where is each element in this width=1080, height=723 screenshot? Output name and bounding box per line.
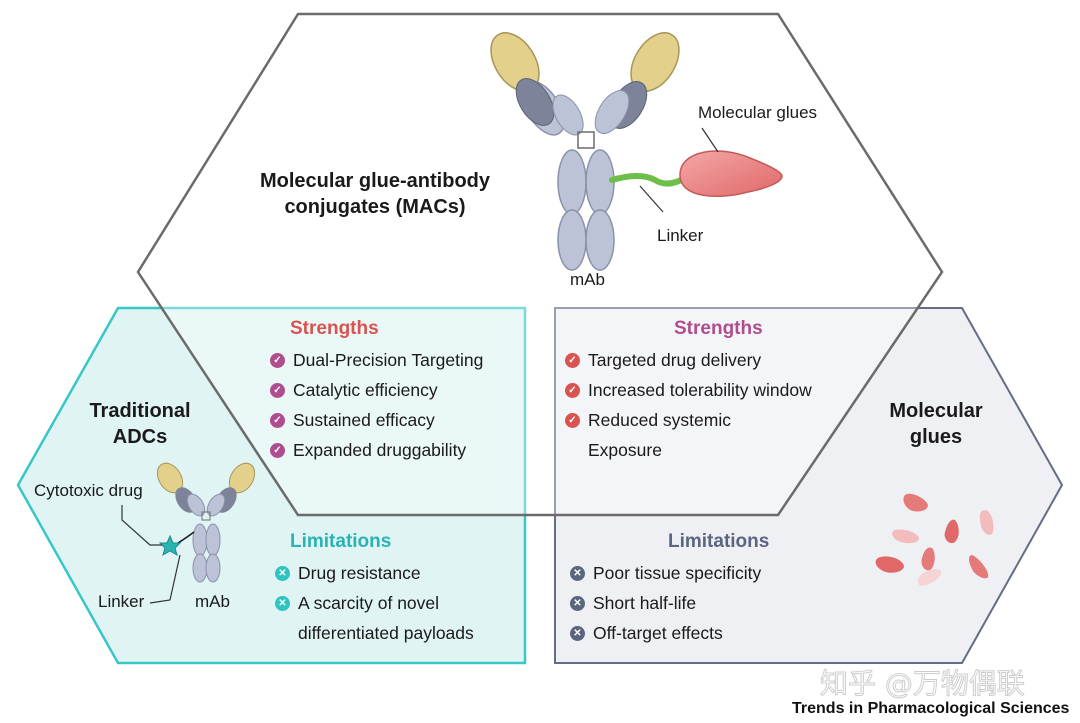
list-item: Exposure [588, 439, 662, 460]
glue-title-line2: glues [909, 426, 963, 448]
adc-mab-label: mAb [195, 592, 230, 611]
list-item: ✓Increased tolerability window [565, 375, 812, 405]
mac-mab-label: mAb [570, 270, 605, 289]
adc-limitations-header: Limitations [290, 531, 392, 552]
mac-molecular-glue [679, 150, 783, 197]
adc-panel [16, 306, 527, 665]
check-icon: ✓ [270, 442, 285, 458]
mac-linker [609, 173, 688, 187]
glue-limitations-header: Limitations [668, 531, 770, 552]
mac-strengths-list: ✓Dual-Precision Targeting ✓Catalytic eff… [270, 345, 483, 465]
mac-title-line2: conjugates (MACs) [284, 196, 466, 218]
cross-icon: ✕ [570, 565, 585, 581]
source-credit: Trends in Pharmacological Sciences [792, 700, 1070, 717]
molecular-glue-particles [875, 493, 994, 586]
glue-strengths-header: Strengths [674, 318, 763, 339]
cross-icon: ✕ [570, 625, 585, 641]
cross-icon: ✕ [275, 595, 290, 611]
glue-strengths-list: ✓Targeted drug delivery ✓Increased toler… [565, 345, 812, 465]
check-icon: ✓ [270, 382, 285, 398]
watermark: 知乎 @万物偶联 [820, 667, 1026, 701]
glue-title-line1: Molecular [889, 400, 983, 422]
list-item: ✓Reduced systemic [565, 405, 812, 435]
list-item: ✕Drug resistance [275, 558, 474, 588]
cytotoxic-drug-label: Cytotoxic drug [34, 481, 143, 500]
list-item: ✓Dual-Precision Targeting [270, 345, 483, 375]
list-item: ✓Expanded druggability [270, 435, 483, 465]
adc-title: Traditional ADCs [70, 398, 210, 450]
list-item: differentiated payloads [298, 622, 474, 643]
mac-hexagon [136, 12, 944, 517]
cross-icon: ✕ [275, 565, 290, 581]
check-icon: ✓ [565, 412, 580, 428]
molecular-glues-label: Molecular glues [698, 103, 818, 122]
list-item: ✕Off-target effects [570, 618, 761, 648]
check-icon: ✓ [270, 352, 285, 368]
mac-strengths-header: Strengths [290, 318, 379, 339]
list-item: ✕A scarcity of novel [275, 588, 474, 618]
adc-title-line1: Traditional [89, 400, 191, 422]
list-item: ✓Sustained efficacy [270, 405, 483, 435]
glue-title: Molecular glues [866, 398, 1006, 450]
check-icon: ✓ [565, 352, 580, 368]
adc-title-line2: ADCs [112, 426, 168, 448]
mab-antibody-large [490, 32, 680, 271]
check-icon: ✓ [270, 412, 285, 428]
mac-title: Molecular glue-antibody conjugates (MACs… [232, 168, 518, 220]
mab-antibody-small [156, 462, 256, 583]
list-item: ✓Targeted drug delivery [565, 345, 812, 375]
list-item: ✕Poor tissue specificity [570, 558, 761, 588]
list-item: ✕Short half-life [570, 588, 761, 618]
mac-linker-label: Linker [657, 226, 704, 245]
list-item: ✓Catalytic efficiency [270, 375, 483, 405]
glue-limitations-list: ✕Poor tissue specificity ✕Short half-lif… [570, 558, 761, 648]
cross-icon: ✕ [570, 595, 585, 611]
mac-title-line1: Molecular glue-antibody [259, 170, 491, 192]
adc-linker-label: Linker [98, 592, 145, 611]
check-icon: ✓ [565, 382, 580, 398]
cytotoxic-drug-star-icon [158, 534, 182, 557]
adc-limitations-list: ✕Drug resistance ✕A scarcity of novel di… [275, 558, 474, 648]
